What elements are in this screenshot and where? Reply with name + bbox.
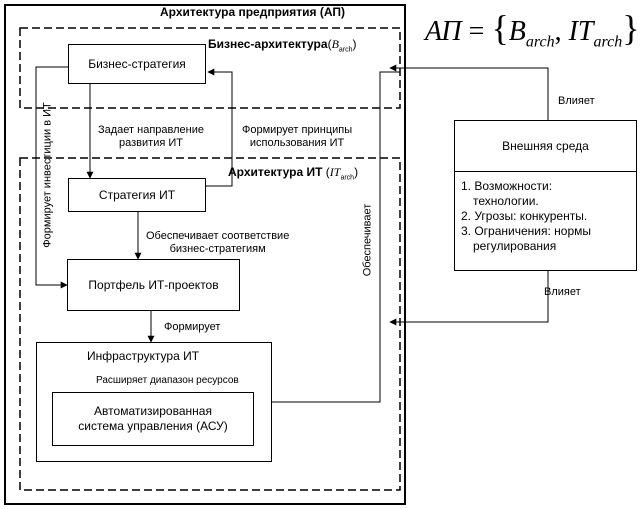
enterprise-title: Архитектура предприятия (АП) — [160, 5, 346, 19]
portfolio-label: Портфель ИТ-проектов — [88, 278, 219, 292]
label-influences-1: Влияет — [558, 95, 595, 107]
enterprise-frame — [4, 4, 406, 505]
external-env-item: 2. Угрозы: конкуренты. — [461, 209, 588, 223]
business-arch-title: Бизнес-архитектура(Barch) — [208, 37, 357, 54]
business-arch-sym: B — [331, 37, 339, 51]
label-ensures-match-2: бизнес-стратегиям — [169, 243, 266, 255]
line-ensures — [272, 71, 400, 403]
formula-b-sub: arch — [525, 33, 555, 51]
business-strategy-label: Бизнес-стратегия — [88, 57, 186, 71]
it-arch-title: Архитектура ИТ (ITarch) — [228, 165, 359, 182]
formula-it-sub: arch — [593, 33, 623, 51]
external-env-title: Внешняя среда — [502, 139, 589, 153]
it-arch-title-text: Архитектура ИТ — [228, 165, 323, 179]
formula-b: B — [508, 16, 526, 47]
external-env-item: регулирования — [473, 239, 557, 253]
external-env-item: 3. Ограничения: нормы — [461, 224, 592, 238]
label-extends: Расширяет диапазон ресурсов — [96, 375, 239, 386]
external-env-box: Внешняя среда 1. Возможности: технологии… — [454, 120, 637, 271]
infrastructure-label: Инфраструктура ИТ — [87, 349, 200, 363]
formula: АП = {Barch, ITarch} — [425, 10, 639, 61]
label-ensures-match-1: Обеспечивает соответствие — [146, 230, 290, 242]
business-strategy-box: Бизнес-стратегия — [68, 44, 206, 84]
label-forms-principles: Формирует принципы использования ИТ — [242, 124, 352, 150]
arrow-influences-it — [389, 271, 549, 326]
label-sets-direction: Задает направление развития ИТ — [98, 124, 204, 150]
asu-label-line1: Автоматизированная — [94, 404, 212, 418]
label-forms-principles-1: Формирует принципы — [242, 124, 353, 136]
external-env-divider — [455, 171, 636, 172]
external-env-item: 1. Возможности: — [461, 179, 553, 193]
formula-eq: = — [468, 16, 485, 47]
it-strategy-label: Стратегия ИТ — [98, 188, 176, 202]
it-arch-sym: IT — [329, 165, 341, 179]
label-forms-principles-2: использования ИТ — [249, 137, 345, 149]
label-ensures-match: Обеспечивает соответствие бизнес-стратег… — [146, 230, 289, 256]
it-arch-region — [19, 157, 401, 491]
formula-it: IT — [568, 16, 594, 47]
asu-label-line2: система управления (АСУ) — [78, 419, 228, 433]
label-influences-2: Влияет — [544, 286, 581, 298]
portfolio-box: Портфель ИТ-проектов — [67, 259, 240, 311]
formula-lhs: АП — [425, 16, 462, 47]
it-arch-sub: arch — [340, 174, 355, 182]
it-strategy-box: Стратегия ИТ — [68, 178, 206, 212]
label-sets-direction-1: Задает направление — [98, 124, 204, 136]
label-ensures: Обеспечивает — [361, 203, 374, 277]
asu-box: Автоматизированная система управления (А… — [52, 392, 254, 446]
label-sets-direction-2: развития ИТ — [119, 137, 183, 149]
formula-brace-close: } — [622, 8, 640, 48]
formula-brace-open: { — [491, 8, 509, 48]
business-arch-sub: arch — [338, 46, 353, 54]
arrow-influences-business — [389, 64, 549, 120]
external-env-item: технологии. — [473, 194, 539, 208]
label-forms: Формирует — [164, 321, 221, 333]
formula-comma: , — [554, 16, 562, 47]
external-env-items: 1. Возможности: технологии. 2. Угрозы: к… — [461, 179, 591, 254]
label-forms-investments: Формирует инвестиции в ИТ — [41, 102, 54, 248]
arrow-forms-investments — [35, 66, 68, 289]
arrow-forms-principles — [206, 68, 233, 187]
business-arch-title-text: Бизнес-архитектура — [208, 37, 328, 51]
